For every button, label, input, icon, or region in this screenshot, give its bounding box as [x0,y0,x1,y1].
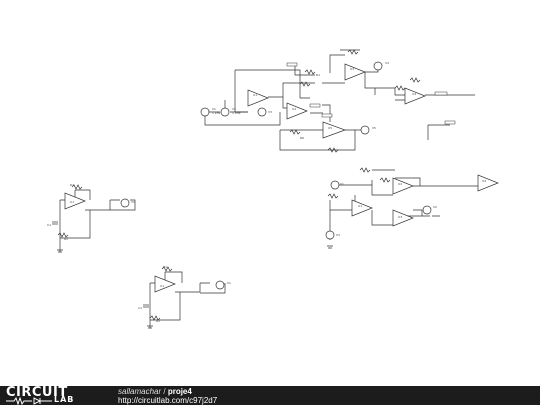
opamp-u4 [404,87,426,105]
voltage-source [120,198,130,208]
opamp-a1 [64,192,86,210]
svg-text:R2: R2 [64,237,68,241]
svg-text:C1: C1 [47,223,51,227]
project-meta: sallamachar / proje4 http://circuitlab.c… [118,387,217,405]
opamp-c3 [392,209,414,227]
project-name[interactable]: proje4 [167,387,192,396]
net-label-tag [434,91,448,96]
svg-text:U3: U3 [350,67,354,71]
svg-text:U2: U2 [398,182,402,186]
net-label-tag [309,103,321,108]
svg-text:V1: V1 [131,200,135,204]
opamp-u3 [344,63,366,81]
svg-text:R1: R1 [316,73,320,77]
svg-text:U3: U3 [398,215,402,219]
svg-text:1 kHz: 1 kHz [232,111,241,115]
voltage-source [325,230,335,240]
project-url[interactable]: http://circuitlab.com/c97j2d7 [118,396,218,405]
svg-text:C1: C1 [138,306,142,310]
mid-left-circuit: R1 U1 V1 C1 R2 [47,183,136,253]
logo-wire-icon [6,397,52,405]
svg-text:V3: V3 [336,233,340,237]
opamp-c2 [392,177,414,195]
logo-lab: LAB [54,395,75,404]
bottom-circuit: R1 U1 V1 C1 R2 [138,265,231,329]
opamp-c1 [351,199,373,217]
svg-text:V2: V2 [232,107,236,111]
voltage-source [422,205,432,215]
footer-bar: CIRCUIT LAB sallamachar / proje4 http://… [0,385,540,405]
voltage-source [360,125,370,135]
svg-text:U5: U5 [328,126,332,130]
voltage-source [330,180,340,190]
voltage-source [220,107,230,117]
svg-text:U4: U4 [482,179,486,183]
svg-text:R1: R1 [70,183,74,187]
circuitlab-logo[interactable]: CIRCUIT LAB [6,385,98,405]
net-label-tag [286,62,298,67]
svg-text:R6: R6 [300,136,304,140]
svg-text:1 kHz: 1 kHz [212,111,221,115]
opamp-u1 [247,89,269,107]
top-circuit: V11 kHz V21 kHz U1 V3 U2 R1 U3 V4 U4 U5 … [200,49,475,153]
opamp-b1 [154,275,176,293]
net-label-tag [444,120,456,125]
path-separator: / [161,387,168,396]
svg-text:U4: U4 [412,92,416,96]
logo-wordmark: CIRCUIT [6,385,68,400]
opamp-u5 [322,121,347,139]
opamp-u2 [286,102,308,120]
svg-text:U1: U1 [160,284,164,288]
voltage-source [200,107,210,117]
svg-text:V5: V5 [372,126,376,130]
author-link[interactable]: sallamachar [118,387,162,396]
svg-text:U1: U1 [70,200,74,204]
svg-text:V3: V3 [268,110,272,114]
output-buffer [477,174,499,192]
net-label-tag [321,113,333,118]
svg-text:V4: V4 [385,61,389,65]
voltage-source [215,280,225,290]
svg-text:V1: V1 [227,281,231,285]
svg-text:U1: U1 [253,93,257,97]
voltage-source [373,61,383,71]
svg-text:U2: U2 [292,107,296,111]
schematic-svg: V11 kHz V21 kHz U1 V3 U2 R1 U3 V4 U4 U5 … [47,49,499,329]
svg-text:V2: V2 [433,205,437,209]
right-circuit: V1 U1 U2 U3 U4 V2 V3 [325,167,499,249]
svg-text:U1: U1 [358,204,362,208]
voltage-source [257,107,267,117]
svg-text:V1: V1 [212,107,216,111]
svg-text:V1: V1 [340,182,344,186]
svg-text:R1: R1 [163,265,167,269]
svg-text:R2: R2 [156,319,160,323]
